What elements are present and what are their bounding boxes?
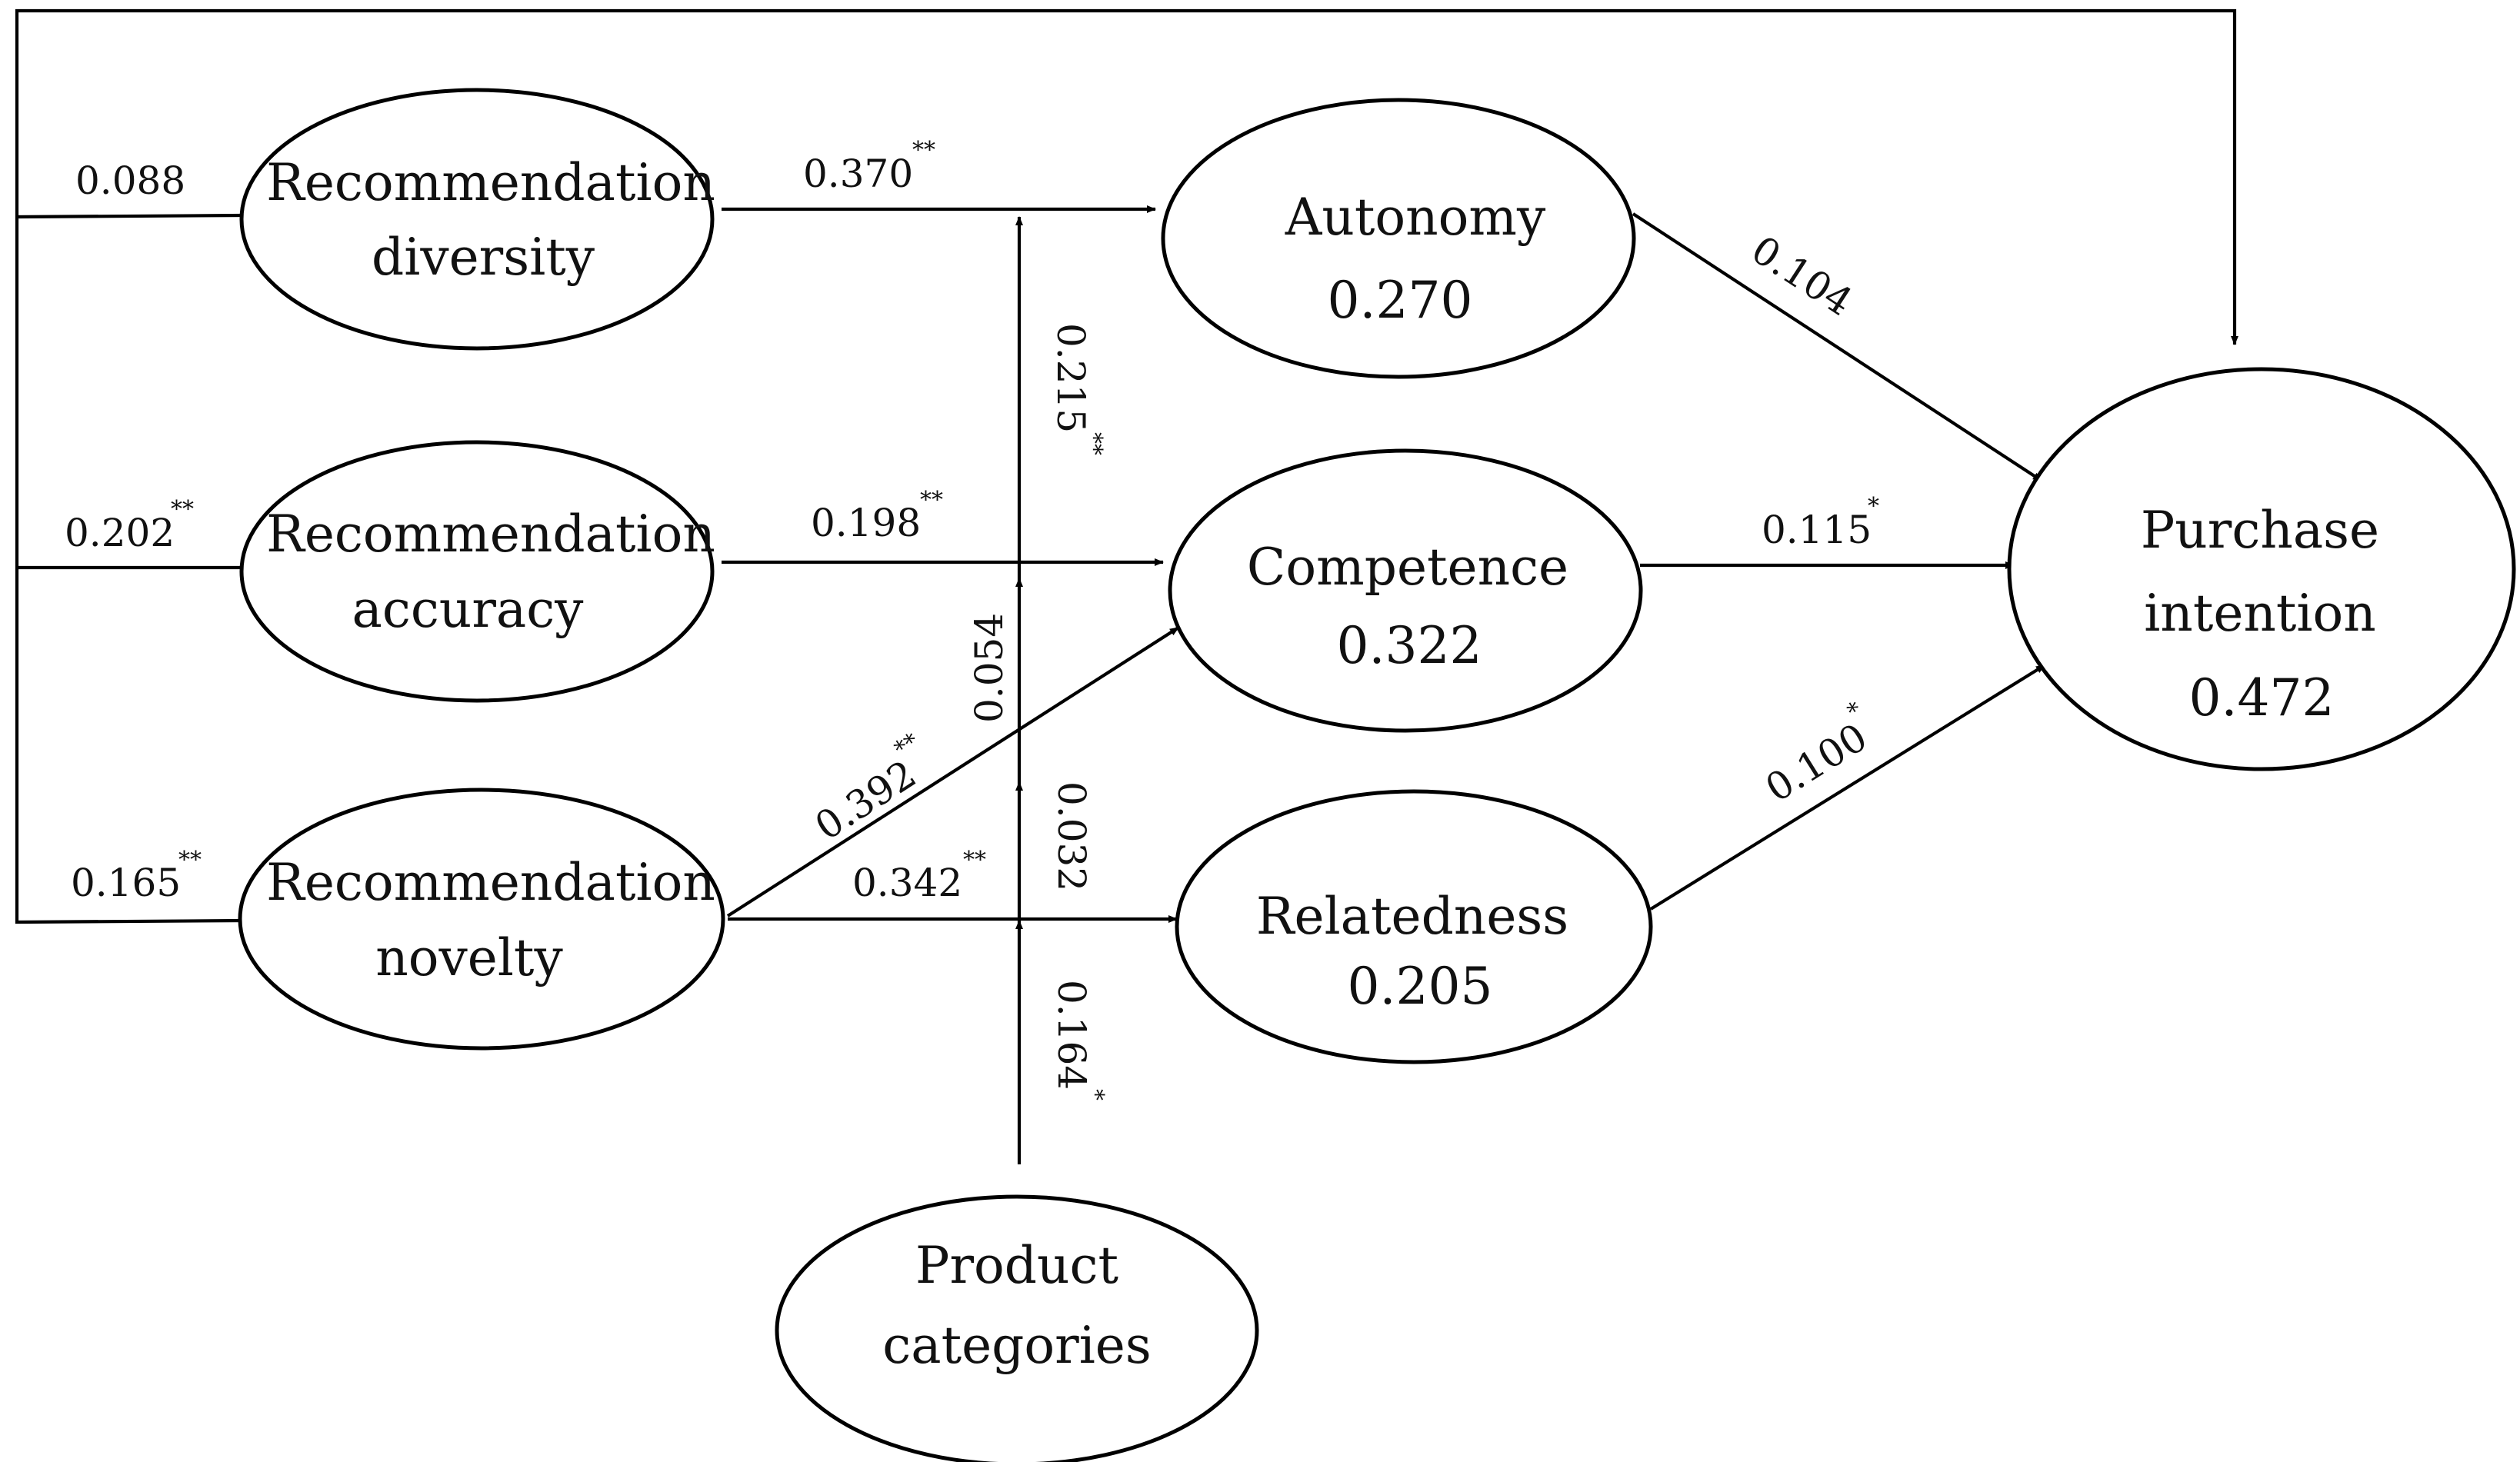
node-recommendation-diversity: Recommendation diversity [239, 88, 715, 351]
coef-diversity-purchase-value: 0.088 [75, 158, 185, 203]
edge-relatedness-purchase [1649, 664, 2046, 911]
node-competence-label: Competence [1247, 538, 1568, 597]
edge-autonomy-purchase [1632, 212, 2043, 482]
coef-diversity-purchase: 0.088 [75, 158, 185, 203]
node-autonomy-label: Autonomy [1285, 188, 1546, 247]
coef-moderation-competence-value: 0.054 [967, 613, 1012, 723]
coef-diversity-autonomy: 0.370 ** [803, 137, 935, 196]
coef-accuracy-purchase-value: 0.202 [65, 511, 175, 555]
coef-product-moderation-value: 0.164 [1049, 980, 1094, 1090]
coef-autonomy-purchase-value: 0.104 [1744, 228, 1861, 325]
coef-moderation-autonomy-sig: ** [1080, 432, 1107, 455]
node-product-line2: categories [882, 1316, 1151, 1375]
node-relatedness: Relatedness 0.205 [1175, 789, 1653, 1064]
node-recommendation-novelty: Recommendation novelty [238, 788, 725, 1051]
coef-diversity-autonomy-sig: ** [912, 137, 935, 164]
node-purchase-r2: 0.472 [2189, 668, 2335, 728]
node-accuracy-line1: Recommendation [266, 505, 715, 564]
node-novelty-line2: novelty [375, 928, 563, 987]
coef-accuracy-purchase-sig: ** [171, 496, 194, 523]
coef-competence-purchase-sig: * [1868, 493, 1879, 520]
node-purchase-line2: intention [2144, 584, 2376, 643]
coef-novelty-competence-value: 0.392 [807, 751, 924, 849]
node-novelty-line1: Recommendation [266, 853, 715, 912]
coef-novelty-purchase: 0.165 ** [71, 847, 202, 905]
coef-competence-purchase-value: 0.115 [1762, 508, 1872, 552]
coef-moderation-autonomy: 0.215 ** [1048, 323, 1107, 455]
coef-relatedness-purchase-value: 0.100 [1758, 714, 1875, 811]
node-product-line1: Product [915, 1236, 1118, 1295]
coef-autonomy-purchase: 0.104 [1744, 228, 1861, 325]
coef-moderation-relatedness-value: 0.032 [1049, 781, 1094, 891]
coef-accuracy-competence-sig: ** [920, 487, 943, 514]
node-recommendation-accuracy: Recommendation accuracy [239, 440, 715, 703]
node-diversity-line1: Recommendation [266, 153, 715, 212]
edge-novelty-competence [726, 626, 1180, 917]
node-accuracy-line2: accuracy [352, 580, 585, 639]
node-competence-r2: 0.322 [1337, 616, 1482, 675]
coef-novelty-relatedness-value: 0.342 [852, 861, 962, 905]
coef-moderation-autonomy-value: 0.215 [1048, 323, 1093, 433]
coef-product-moderation-sig: * [1082, 1089, 1108, 1101]
coef-moderation-competence: 0.054 [967, 613, 1012, 723]
coef-moderation-relatedness: 0.032 [1049, 781, 1094, 891]
coef-accuracy-purchase: 0.202 ** [65, 496, 194, 555]
coef-novelty-relatedness: 0.342 ** [852, 847, 986, 905]
coef-novelty-competence: 0.392 ** [807, 728, 924, 849]
coef-relatedness-purchase: 0.100 * [1758, 697, 1875, 811]
coef-novelty-relatedness-sig: ** [963, 847, 986, 874]
node-autonomy-r2: 0.270 [1328, 271, 1473, 330]
node-relatedness-label: Relatedness [1256, 887, 1568, 946]
coef-accuracy-competence: 0.198 ** [811, 487, 943, 545]
node-diversity-line2: diversity [372, 228, 595, 287]
coef-novelty-purchase-sig: ** [178, 847, 202, 874]
node-purchase-intention: Purchase intention 0.472 [2007, 367, 2516, 771]
node-product-categories: Product categories [775, 1194, 1259, 1462]
coef-accuracy-competence-value: 0.198 [811, 501, 921, 545]
coef-competence-purchase: 0.115 * [1762, 493, 1879, 552]
coef-diversity-autonomy-value: 0.370 [803, 152, 913, 196]
coef-product-moderation: 0.164 * [1049, 980, 1108, 1101]
coef-novelty-purchase-value: 0.165 [71, 861, 181, 905]
node-competence: Competence 0.322 [1168, 448, 1643, 733]
node-purchase-line1: Purchase [2141, 501, 2379, 560]
direct-effect-bracket [15, 8, 2235, 924]
node-relatedness-r2: 0.205 [1348, 957, 1493, 1016]
node-autonomy: Autonomy 0.270 [1161, 98, 1636, 379]
